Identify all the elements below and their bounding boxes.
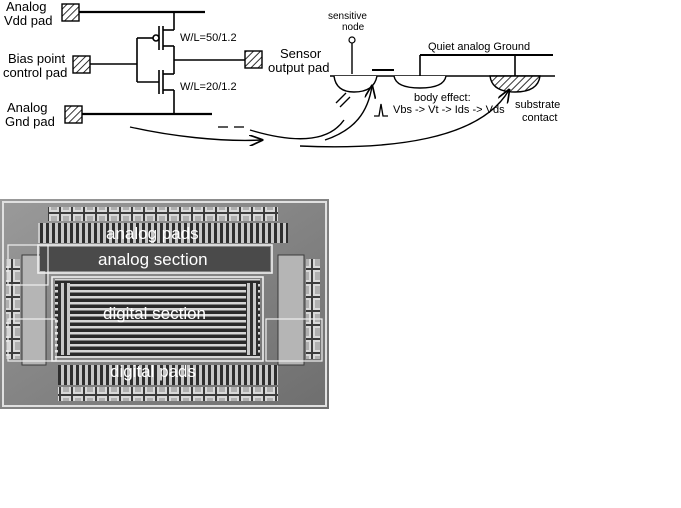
- gate-wiring: [90, 37, 159, 83]
- analog-pads-outline: [7, 244, 49, 286]
- analog-gnd-line2: Gnd pad: [5, 114, 55, 129]
- bottom-pad-row: [58, 387, 278, 401]
- bias-point-pad: [72, 55, 91, 74]
- sensitive-node-line1: sensitive: [328, 11, 367, 22]
- body-effect-title: body effect:: [414, 92, 471, 104]
- digital-section-label: digital section: [103, 304, 206, 323]
- digital-section-block: [55, 279, 260, 359]
- sensor-output-pad: [244, 50, 263, 69]
- top-pad-ring: [38, 223, 288, 243]
- coupling-capacitor-icon: [335, 92, 351, 108]
- chip-micrograph: analog pads analog section digital secti…: [0, 199, 329, 409]
- bottom-pad-ring: [58, 365, 278, 385]
- right-pad-column: [306, 259, 320, 359]
- quiet-ground-label: Quiet analog Ground: [428, 41, 530, 53]
- nmos-size-label: W/L=20/1.2: [180, 81, 237, 93]
- nmos-transistor: [158, 60, 175, 114]
- digital-right-strip: [246, 283, 258, 355]
- sensitive-diffusion: [333, 75, 378, 93]
- top-pad-row: [48, 207, 278, 221]
- chip-border: [2, 201, 327, 407]
- analog-vdd-pad: [61, 3, 80, 22]
- analog-section-block: [40, 247, 270, 271]
- substrate-contact-diffusion: [489, 75, 541, 93]
- analog-vdd-line2: Vdd pad: [4, 13, 52, 28]
- sensitive-node-line2: node: [342, 22, 365, 33]
- substrate-contact-return-path: [299, 90, 509, 148]
- bias-point-line2: control pad: [3, 65, 67, 80]
- left-io-blocks: [21, 254, 47, 366]
- digital-pads-outline-right: [265, 318, 323, 362]
- pmos-size-label: W/L=50/1.2: [180, 32, 237, 44]
- analog-vdd-line1: Analog: [6, 0, 46, 14]
- mixed-signal-schematic: Analog Vdd pad Bias point control pad An…: [3, 0, 560, 148]
- right-io-blocks: [277, 254, 305, 366]
- quiet-ground-diffusion: [393, 75, 447, 89]
- sensor-output-line1: Sensor: [280, 46, 322, 61]
- substrate-noise-curve: [249, 119, 345, 140]
- pmos-transistor: [152, 12, 175, 60]
- substrate-contact-line2: contact: [522, 112, 557, 124]
- left-pad-column: [6, 259, 20, 359]
- analog-gnd-line1: Analog: [7, 100, 47, 115]
- injection-arrow: [324, 86, 372, 141]
- sensor-output-line2: output pad: [268, 60, 329, 75]
- analog-section-outline: [37, 244, 273, 274]
- analog-section-label: analog section: [98, 250, 208, 269]
- digital-left-strip: [58, 283, 70, 355]
- body-effect-chain: Vbs -> Vt -> Ids -> Vds: [393, 104, 505, 116]
- digital-pads-label: digital pads: [110, 362, 196, 381]
- analog-vdd-pad-label: Analog: [6, 0, 46, 14]
- analog-pads-label: analog pads: [106, 224, 199, 243]
- digital-pads-outline: [7, 318, 57, 362]
- sensitive-node-terminal: [348, 36, 356, 44]
- noise-pulse-icon: [374, 103, 388, 117]
- ground-noise-arrow: [129, 126, 262, 140]
- bias-point-line1: Bias point: [8, 51, 65, 66]
- substrate-contact-line1: substrate: [515, 99, 560, 111]
- analog-gnd-pad: [64, 105, 83, 124]
